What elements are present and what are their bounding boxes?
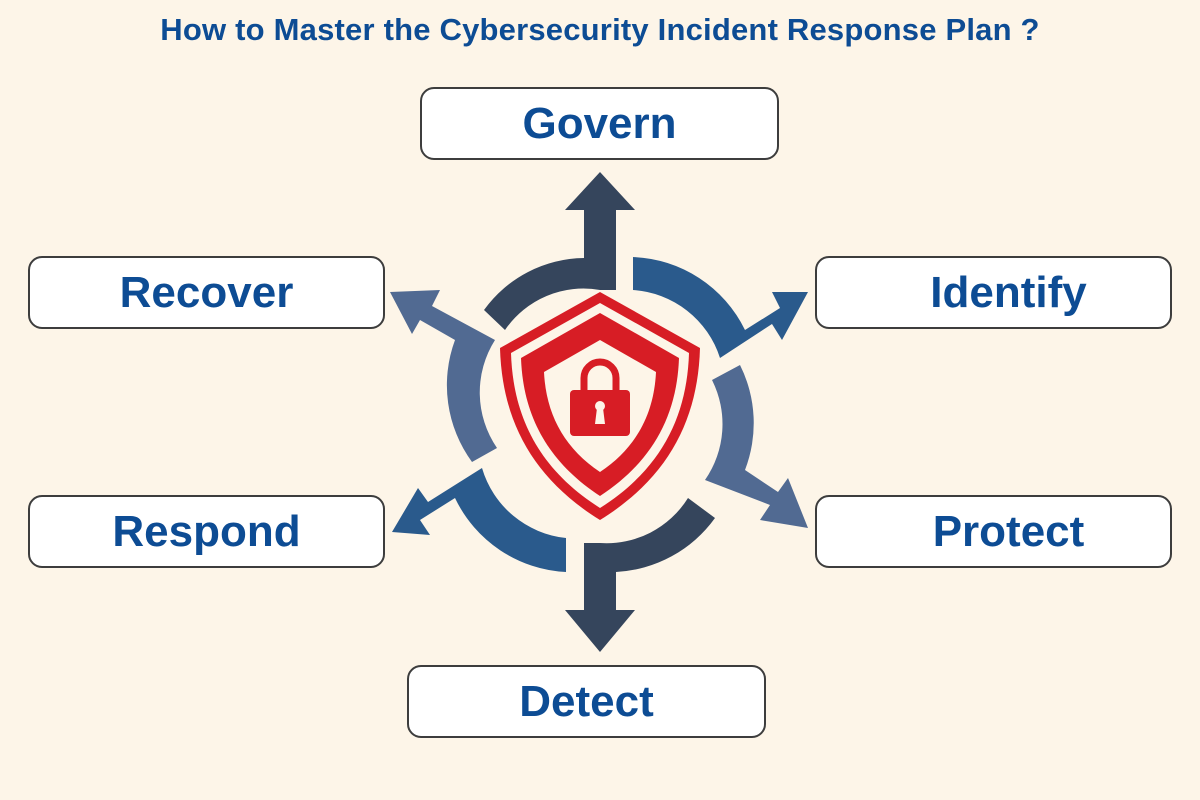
stage-label: Recover [119,267,294,317]
stage-label: Respond [112,506,301,556]
respond-arrow-icon [392,468,566,572]
protect-arrow-icon [705,365,808,528]
stage-recover: Recover [28,256,385,329]
stage-govern: Govern [420,87,779,160]
stage-label: Protect [932,506,1085,556]
page-title: How to Master the Cybersecurity Incident… [160,12,1040,47]
stage-label: Identify [930,267,1087,317]
stage-label: Govern [522,98,677,148]
stage-detect: Detect [407,665,766,738]
recover-arrow-icon [390,290,497,462]
identify-arrow-icon [633,257,808,358]
stage-label: Detect [519,676,654,726]
govern-arrow-icon [484,172,635,330]
stage-respond: Respond [28,495,385,568]
detect-arrow-icon [565,498,715,652]
stage-protect: Protect [815,495,1172,568]
shield-lock-icon [500,292,700,520]
stage-identify: Identify [815,256,1172,329]
